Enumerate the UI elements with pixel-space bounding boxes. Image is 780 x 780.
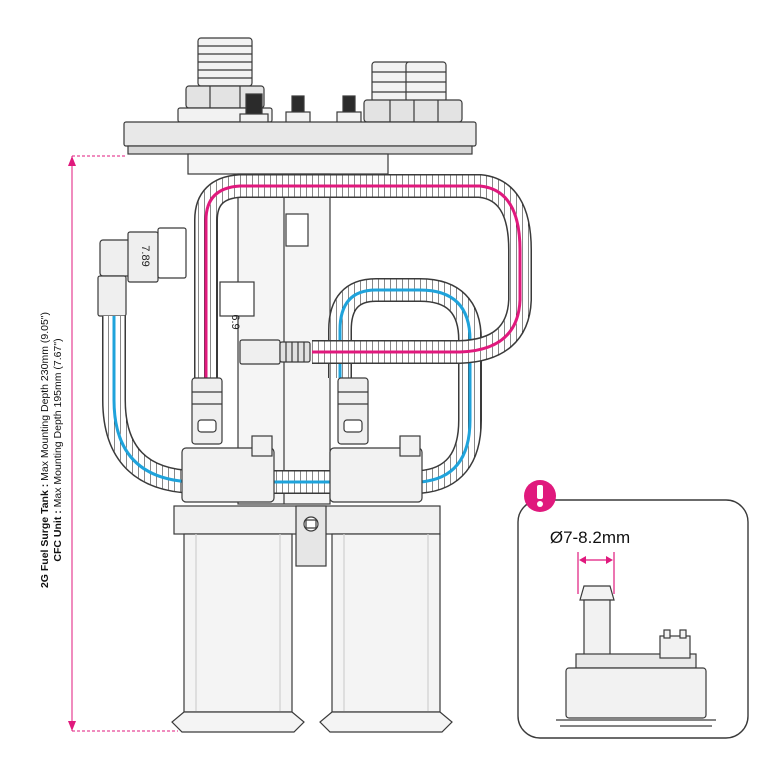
connector-marking-b: 6.9 xyxy=(229,314,241,329)
hose-fitting-center: 6.9 xyxy=(229,314,311,365)
top-plate xyxy=(123,121,477,155)
pump-outlet-right xyxy=(337,377,369,445)
hose-diameter-callout: Ø7-8.2mm xyxy=(517,480,749,739)
top-fittings xyxy=(177,37,463,127)
dimension-arrow-bottom xyxy=(68,721,76,731)
mounting-bracket xyxy=(173,505,441,567)
hose-return-left xyxy=(102,278,482,494)
left-electrical-connector: 7.89 xyxy=(97,227,187,317)
connector-marking-a: 7.89 xyxy=(139,245,151,266)
dimension-arrow-top xyxy=(68,156,76,166)
pump-outlet-left xyxy=(191,377,223,445)
diameter-dimension xyxy=(577,552,615,594)
hose-feed-centerline xyxy=(204,184,522,378)
an-fitting-right xyxy=(363,61,463,123)
fuel-pump-left xyxy=(171,533,305,733)
dimension-caption-line2: CFC Unit : Max Mounting Depth 195mm (7.6… xyxy=(52,338,64,561)
dimension-caption-line1: 2G Fuel Surge Tank : Max Mounting Depth … xyxy=(39,312,51,588)
nozzle-detail xyxy=(556,585,716,727)
pump-tops xyxy=(181,435,423,503)
depth-dimension: 2G Fuel Surge Tank : Max Mounting Depth … xyxy=(39,155,178,732)
hose-return-centerline xyxy=(112,288,472,484)
fuel-pump-right xyxy=(319,533,453,733)
diameter-label: Ø7-8.2mm xyxy=(550,528,630,547)
hose-feed xyxy=(194,174,532,378)
exclamation-icon xyxy=(524,480,556,512)
